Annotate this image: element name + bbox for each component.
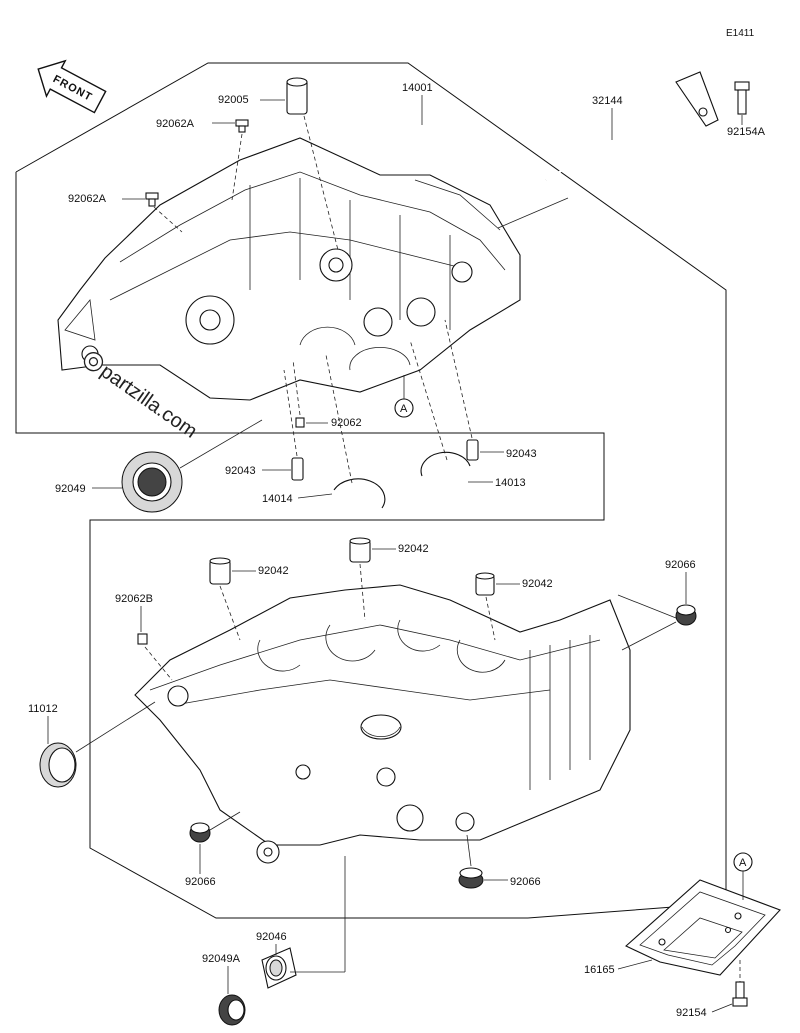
pin-92043-left	[291, 457, 304, 481]
dowel-92062A-1	[235, 119, 249, 133]
oil-seal-92049	[121, 451, 183, 513]
bolt-92154A	[734, 81, 750, 115]
strainer-16165	[625, 879, 781, 976]
label-92062B: 92062B	[115, 593, 153, 605]
label-92154: 92154	[676, 1007, 707, 1019]
callout-a-lower: A	[733, 852, 753, 872]
dowel-92062B	[137, 633, 148, 645]
thrust-bearing-14014	[333, 478, 386, 509]
dowel-92062A-2	[145, 192, 159, 207]
plug-92066-left	[189, 822, 211, 843]
label-14001: 14001	[402, 82, 433, 94]
label-92005: 92005	[218, 94, 249, 106]
label-92043-right: 92043	[506, 448, 537, 460]
sleeve-92005	[286, 77, 308, 115]
label-14014: 14014	[262, 493, 293, 505]
label-11012: 11012	[28, 703, 58, 715]
diagram-code: E1411	[726, 28, 755, 39]
callout-a-upper: A	[394, 398, 414, 418]
bolt-92154	[732, 981, 748, 1007]
label-92066-top: 92066	[665, 559, 696, 571]
label-92154A: 92154A	[727, 126, 766, 138]
oil-pipe-32144	[545, 71, 719, 181]
label-92062A-2: 92062A	[68, 193, 107, 205]
label-92049: 92049	[55, 483, 86, 495]
svg-text:A: A	[739, 857, 747, 869]
svg-text:A: A	[400, 403, 408, 415]
label-92049A: 92049A	[202, 953, 241, 965]
label-92042-1: 92042	[258, 565, 289, 577]
sleeve-92042-3	[475, 572, 495, 596]
bearing-92046	[261, 947, 297, 989]
oil-seal-92049A	[218, 994, 246, 1026]
cap-11012	[39, 742, 77, 788]
plug-92066-top	[675, 604, 697, 626]
upper-crankcase	[57, 137, 521, 401]
label-92043-left: 92043	[225, 465, 256, 477]
sleeve-92042-1	[209, 557, 231, 585]
dowel-92062	[295, 417, 305, 428]
label-92046: 92046	[256, 931, 287, 943]
label-32144: 32144	[592, 95, 623, 107]
sleeve-92042-2	[349, 537, 371, 563]
thrust-bearing-14013	[420, 451, 471, 477]
label-92066-left: 92066	[185, 876, 216, 888]
label-92062: 92062	[331, 417, 362, 429]
lower-crankcase	[134, 584, 631, 864]
label-92062A-1: 92062A	[156, 118, 195, 130]
plug-92066-bottom	[458, 867, 484, 889]
label-92066-bottom: 92066	[510, 876, 541, 888]
label-92042-3: 92042	[522, 578, 553, 590]
label-14013: 14013	[495, 477, 526, 489]
label-92042-2: 92042	[398, 543, 429, 555]
pin-92043-right	[466, 439, 479, 461]
label-16165: 16165	[584, 964, 615, 976]
front-arrow-icon: FRONT	[37, 59, 107, 114]
